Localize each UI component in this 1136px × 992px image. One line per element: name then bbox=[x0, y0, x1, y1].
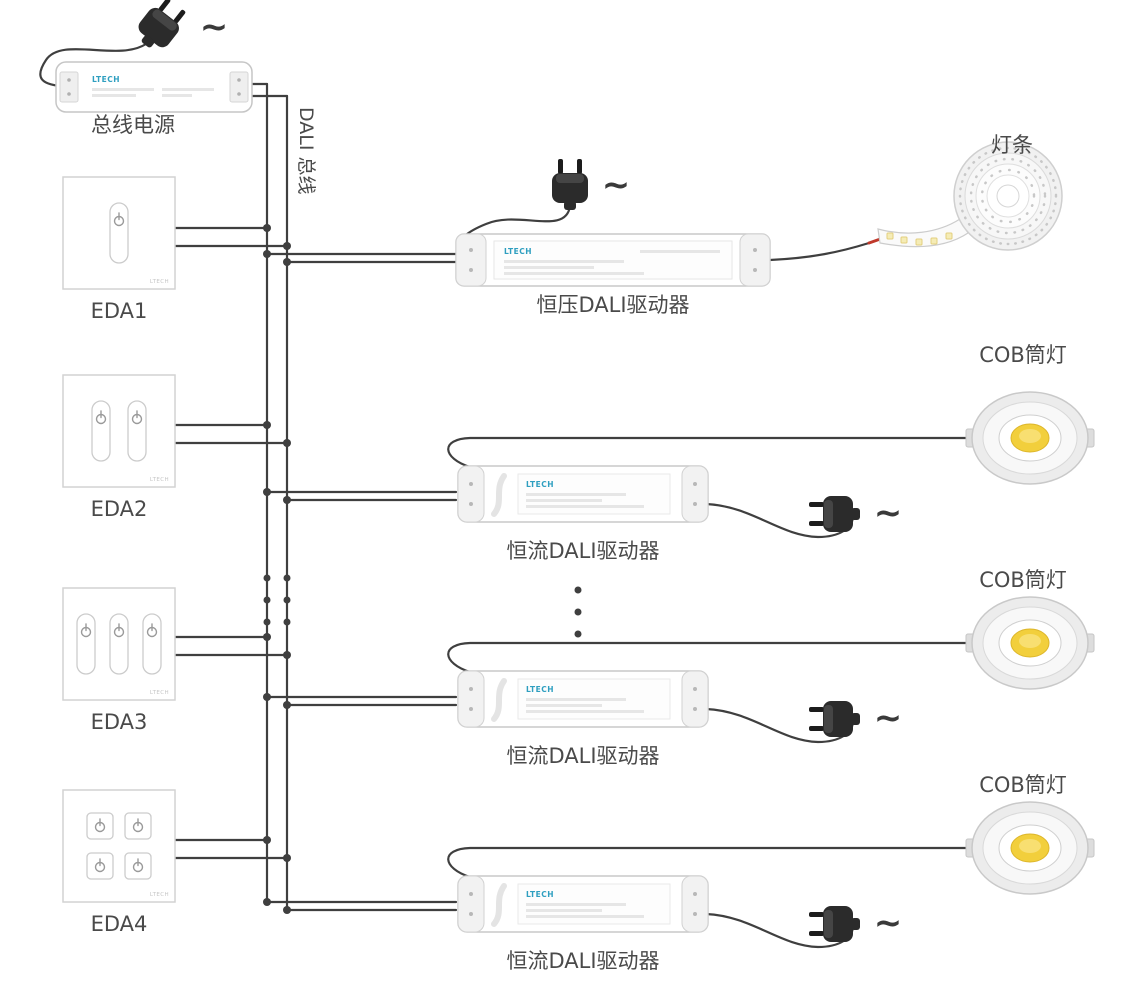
brand-text: LTECH bbox=[150, 892, 169, 898]
ac-symbol-cc1: ~ bbox=[874, 493, 903, 533]
ac-symbol-cc2: ~ bbox=[874, 698, 903, 738]
power-button-icon bbox=[87, 813, 113, 839]
brand-text: LTECH bbox=[150, 477, 169, 483]
label-eda4: EDA4 bbox=[91, 912, 148, 936]
led-strip-coil bbox=[877, 141, 1063, 251]
wire-cc1-to-cob1 bbox=[447, 436, 974, 469]
brand-text: LTECH bbox=[504, 247, 532, 256]
wire-cc3-to-cob3 bbox=[447, 846, 974, 879]
cob-downlight-1 bbox=[965, 391, 1095, 485]
label-cv-driver: 恒压DALI驱动器 bbox=[536, 293, 689, 317]
bus-continuation-dots bbox=[263, 574, 291, 626]
power-plug-icon-cc1 bbox=[809, 496, 860, 532]
power-button-icon bbox=[92, 401, 110, 461]
eda2-panel: LTECH bbox=[62, 374, 176, 488]
label-cc-driver-2: 恒流DALI驱动器 bbox=[506, 744, 659, 768]
cob-downlight-3 bbox=[965, 801, 1095, 895]
label-dali-bus: DALI 总线 bbox=[295, 107, 317, 195]
cob-downlight-2 bbox=[965, 596, 1095, 690]
power-button-icon bbox=[125, 813, 151, 839]
label-cob-3: COB筒灯 bbox=[979, 773, 1067, 797]
power-button-icon bbox=[125, 853, 151, 879]
label-cc-driver-3: 恒流DALI驱动器 bbox=[506, 949, 659, 973]
power-button-icon bbox=[110, 614, 128, 674]
label-eda2: EDA2 bbox=[91, 497, 148, 521]
bus-power-supply: LTECH bbox=[55, 61, 253, 113]
power-button-icon bbox=[128, 401, 146, 461]
wire-cv-to-strip bbox=[768, 241, 871, 262]
label-led-strip: 灯条 bbox=[991, 133, 1033, 157]
ac-symbol-main: ~ bbox=[200, 7, 229, 47]
power-button-icon bbox=[110, 203, 128, 263]
wire-cc2-to-cob2 bbox=[447, 641, 974, 674]
power-plug-icon-cc3 bbox=[809, 906, 860, 942]
brand-text: LTECH bbox=[150, 690, 169, 696]
cc-dali-driver-1 bbox=[458, 466, 708, 522]
power-plug-icon-cc2 bbox=[809, 701, 860, 737]
label-cc-driver-1: 恒流DALI驱动器 bbox=[506, 539, 659, 563]
brand-text: LTECH bbox=[150, 279, 169, 285]
eda1-panel: LTECH bbox=[62, 176, 176, 290]
wire-plug-to-psu bbox=[39, 42, 148, 88]
label-eda3: EDA3 bbox=[91, 710, 148, 734]
power-button-icon bbox=[143, 614, 161, 674]
label-cob-2: COB筒灯 bbox=[979, 568, 1067, 592]
power-plug-icon-cv bbox=[552, 159, 588, 210]
power-button-icon bbox=[87, 853, 113, 879]
labels: 总线电源 DALI 总线 EDA1 EDA2 EDA3 EDA4 恒压DALI驱… bbox=[91, 7, 1067, 973]
eda3-panel: LTECH bbox=[62, 587, 176, 701]
label-cob-1: COB筒灯 bbox=[979, 343, 1067, 367]
junction-dots bbox=[263, 224, 291, 914]
eda4-panel: LTECH bbox=[62, 789, 176, 903]
power-button-icon bbox=[77, 614, 95, 674]
ac-symbol-cc3: ~ bbox=[874, 903, 903, 943]
cc-dali-driver-3 bbox=[458, 876, 708, 932]
cv-dali-driver: LTECH bbox=[455, 233, 771, 287]
driver-continuation-dots bbox=[574, 586, 582, 638]
label-bus-power-supply: 总线电源 bbox=[91, 113, 175, 137]
label-eda1: EDA1 bbox=[91, 299, 148, 323]
cc-dali-driver-2 bbox=[458, 671, 708, 727]
ac-symbol-cv: ~ bbox=[602, 165, 631, 205]
brand-text: LTECH bbox=[92, 75, 120, 84]
